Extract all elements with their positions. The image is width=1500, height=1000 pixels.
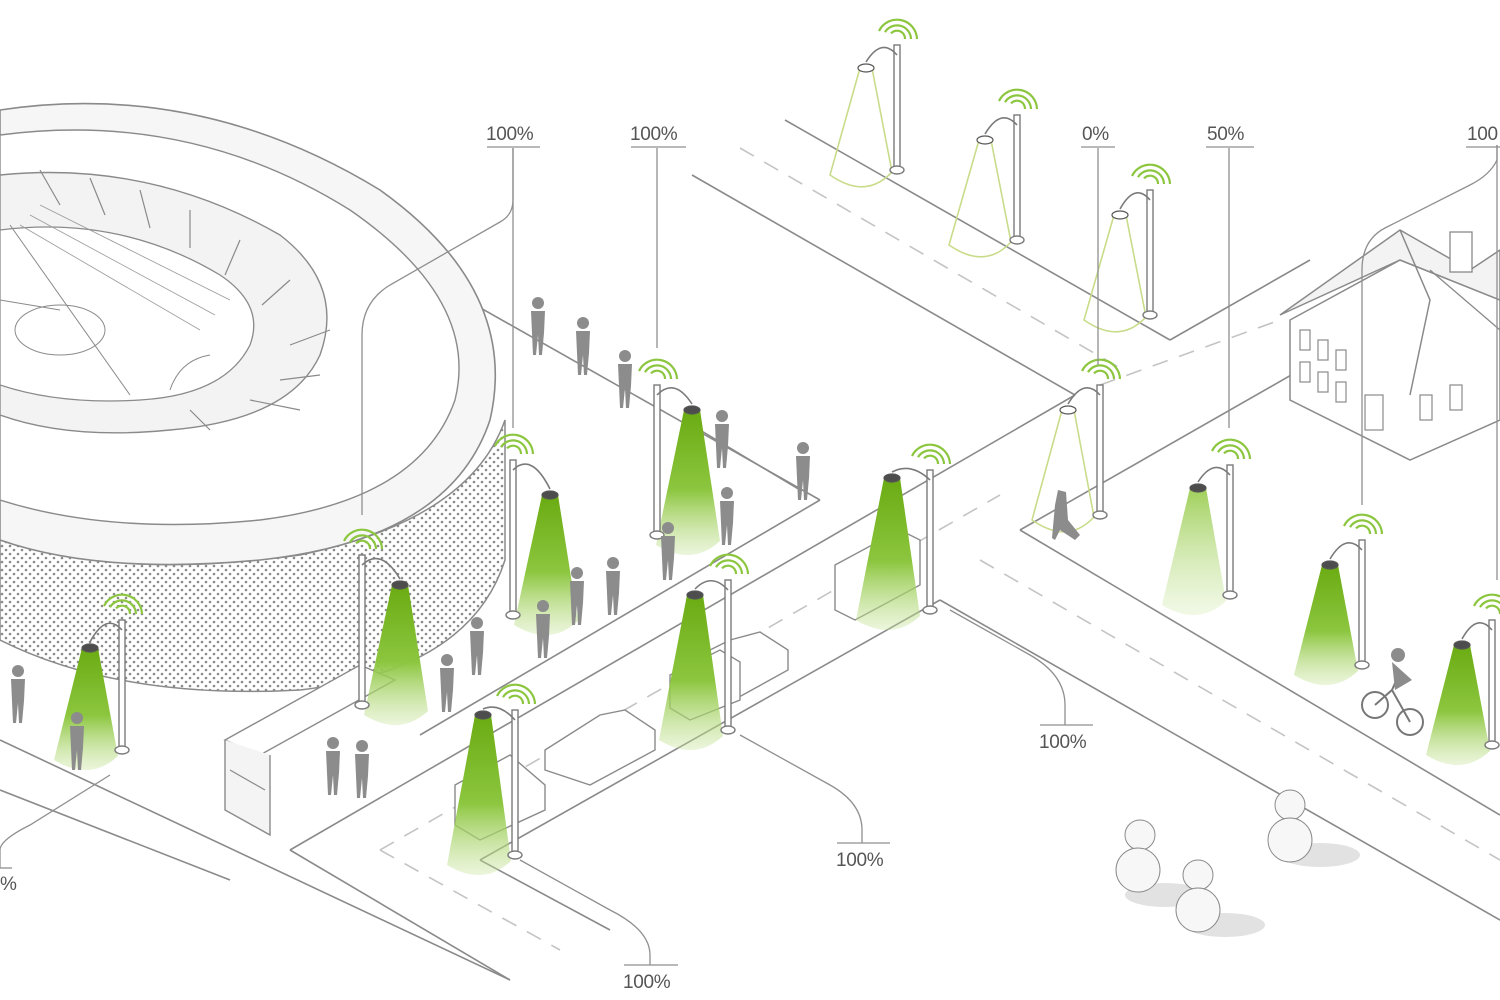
person-icon	[606, 557, 620, 615]
person-icon	[470, 617, 484, 675]
person-icon	[661, 522, 675, 580]
callout-labels: 100% 100% 0% 50% 100 100% 100% 100% %	[0, 124, 1498, 993]
wifi-signal-icon	[1211, 438, 1252, 460]
person-icon	[576, 317, 590, 375]
trees	[1115, 789, 1360, 937]
dog-icon	[1052, 490, 1080, 540]
tree-icon	[1175, 859, 1265, 937]
callout-label: 100%	[630, 124, 678, 145]
streetlight-icon	[829, 18, 919, 188]
person-icon	[440, 654, 454, 712]
bus-shelter	[223, 664, 397, 837]
person-icon	[70, 712, 84, 770]
streetlight-icon	[447, 683, 537, 876]
person-icon	[570, 567, 584, 625]
person-icon	[715, 410, 729, 468]
wifi-signal-icon	[878, 18, 919, 40]
person-icon	[796, 442, 810, 500]
house	[1279, 229, 1500, 461]
person-icon	[326, 737, 340, 795]
streetlight-icon	[1083, 163, 1172, 333]
callout-label: 50%	[1207, 124, 1245, 145]
streetlights	[54, 18, 1500, 876]
wifi-signal-icon	[911, 443, 952, 465]
wifi-signal-icon	[1473, 593, 1500, 615]
bicycle-icon	[1361, 648, 1424, 736]
person-icon	[355, 740, 369, 798]
streetlight-icon	[494, 433, 578, 636]
wifi-signal-icon	[998, 88, 1039, 110]
wifi-signal-icon	[494, 433, 535, 455]
callout-label: 100%	[1039, 732, 1087, 753]
streetlight-icon	[1162, 438, 1252, 616]
streetlight-icon	[948, 88, 1039, 258]
tree-icon	[1267, 789, 1360, 867]
wifi-signal-icon	[496, 683, 537, 705]
stadium	[0, 102, 506, 693]
wifi-signal-icon	[103, 593, 144, 615]
wifi-signal-icon	[709, 553, 750, 575]
callout-label: 100%	[623, 972, 671, 993]
callout-label: 0%	[1082, 124, 1109, 145]
streetlight-icon	[856, 443, 952, 631]
person-icon	[531, 297, 545, 355]
streetlight-icon	[54, 593, 144, 771]
wifi-signal-icon	[638, 358, 679, 380]
streetlight-icon	[1294, 513, 1384, 686]
callout-leaders	[0, 145, 1500, 966]
streetlight-icon	[343, 528, 428, 726]
callout-label: 100%	[836, 850, 884, 871]
wifi-signal-icon	[343, 528, 384, 550]
streetlight-icon	[1426, 593, 1500, 766]
wifi-signal-icon	[1131, 163, 1172, 185]
callout-label: 100%	[486, 124, 534, 145]
person-icon	[618, 350, 632, 408]
pedestrians	[11, 297, 810, 798]
streetlight-icon	[638, 358, 720, 556]
callout-label: 100	[1467, 124, 1498, 145]
streetlight-icon	[659, 553, 750, 751]
wifi-signal-icon	[1343, 513, 1384, 535]
person-icon	[11, 665, 25, 723]
person-icon	[536, 600, 550, 658]
person-icon	[720, 487, 734, 545]
streetlight-icon	[1031, 358, 1122, 533]
wifi-signal-icon	[1081, 358, 1122, 380]
callout-label: %	[0, 874, 17, 895]
